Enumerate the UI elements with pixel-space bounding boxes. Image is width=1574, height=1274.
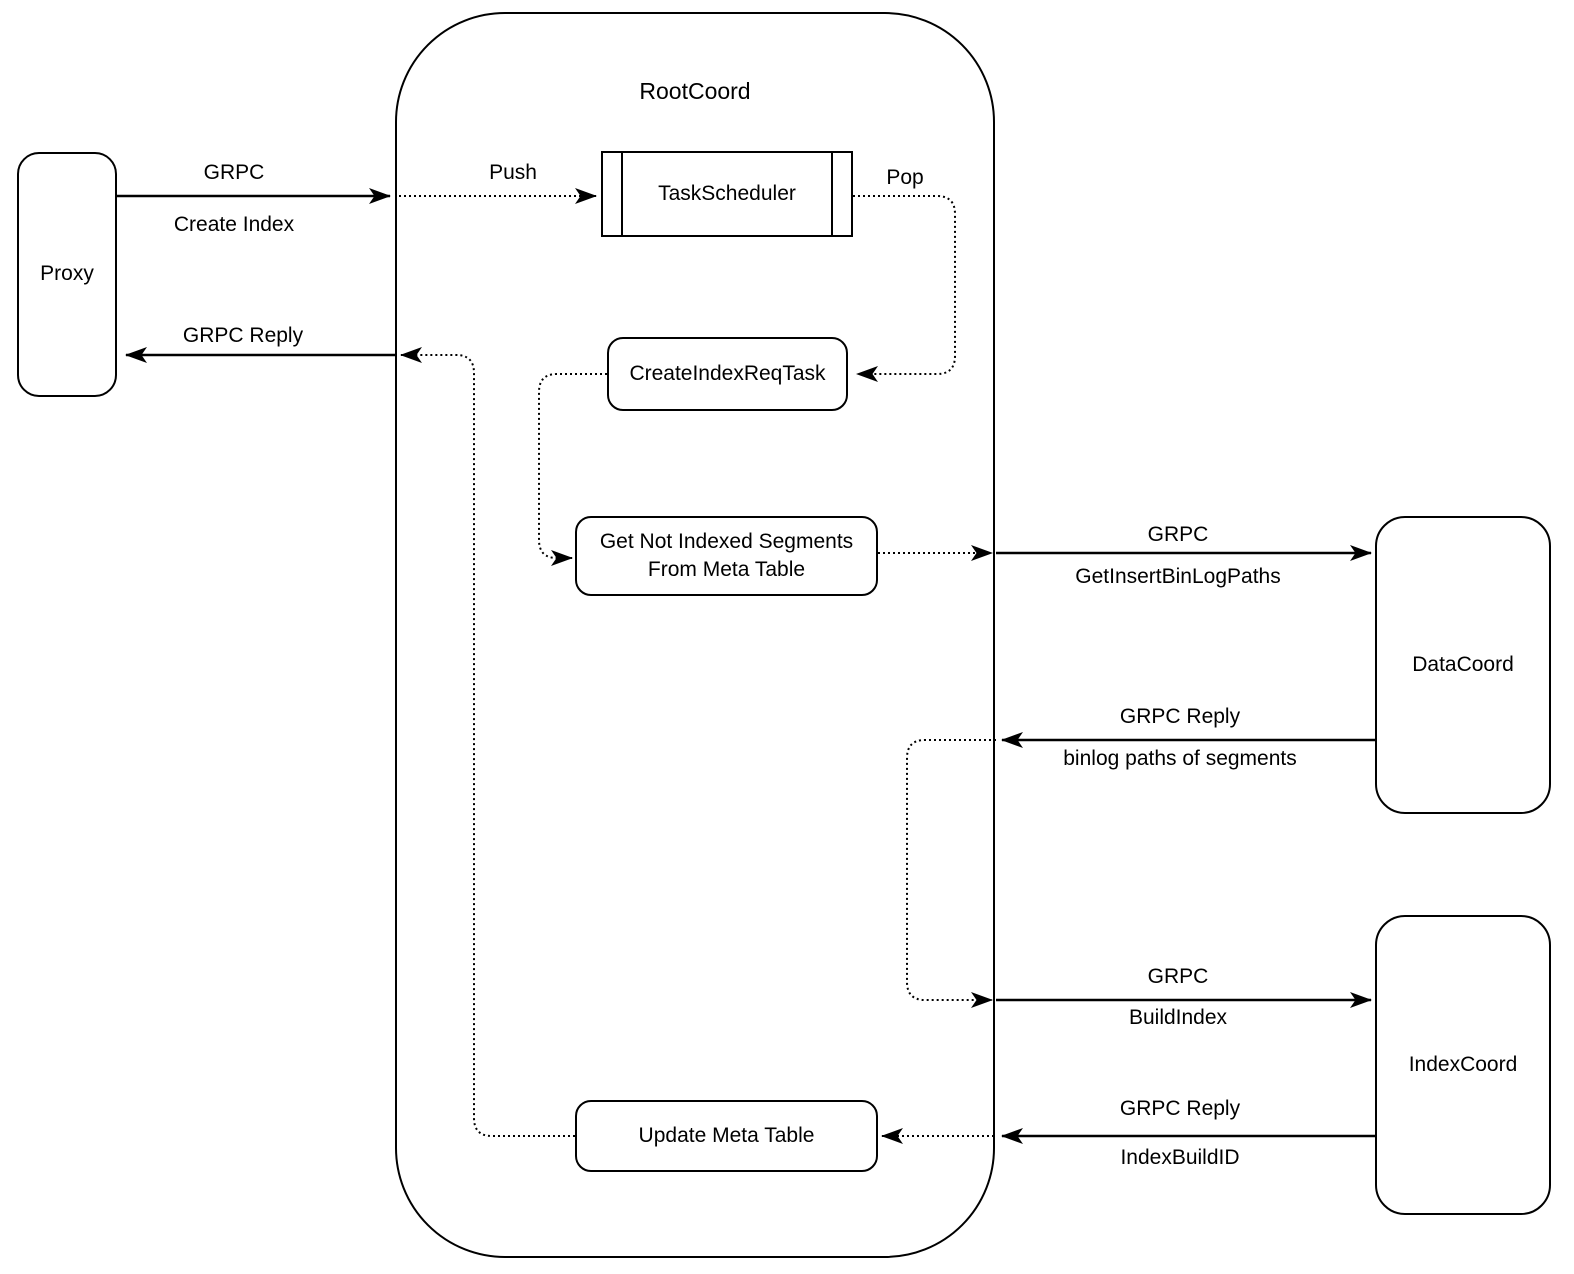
get-not-indexed-segments-node: Get Not Indexed Segments From Meta Table — [575, 516, 878, 596]
update-meta-table-label: Update Meta Table — [638, 1123, 815, 1147]
connector-binlog-reply-to-buildindex — [906, 739, 996, 1008]
proxy-node: Proxy — [17, 152, 117, 397]
edge-label-push: Push — [489, 161, 537, 184]
rootcoord-container: RootCoord — [395, 12, 995, 1258]
index-coord-label: IndexCoord — [1408, 1052, 1518, 1076]
data-coord-node: DataCoord — [1375, 516, 1551, 814]
index-coord-node: IndexCoord — [1375, 915, 1551, 1215]
proxy-label: Proxy — [40, 262, 94, 286]
update-meta-table-node: Update Meta Table — [575, 1100, 878, 1172]
edge-label-grpc-reply-proxy: GRPC Reply — [182, 324, 304, 347]
edge-label-binlog-protocol: GRPC Reply — [1119, 705, 1241, 728]
edge-label-buildindex-message: BuildIndex — [1128, 1006, 1228, 1029]
task-scheduler-left-bar — [603, 153, 623, 235]
data-coord-label: DataCoord — [1412, 652, 1514, 676]
get-not-indexed-segments-label-line2: From Meta Table — [647, 558, 806, 581]
edge-label-grpc-create-protocol: GRPC — [203, 161, 265, 184]
edge-label-grpc-create-message: Create Index — [173, 213, 295, 236]
connector-update-meta-to-grpc-reply — [400, 347, 575, 1137]
task-scheduler-label: TaskScheduler — [658, 181, 796, 205]
edge-label-getinsert-message: GetInsertBinLogPaths — [1075, 565, 1281, 588]
task-scheduler-node: TaskScheduler — [601, 151, 853, 237]
edge-label-binlog-message: binlog paths of segments — [1063, 747, 1297, 770]
edge-label-pop: Pop — [886, 166, 924, 189]
get-not-indexed-segments-label-line1: Get Not Indexed Segments — [599, 529, 854, 553]
connector-pop — [853, 195, 956, 382]
create-index-req-task-node: CreateIndexReqTask — [607, 337, 848, 411]
rootcoord-title: RootCoord — [639, 78, 751, 104]
create-index-req-task-label: CreateIndexReqTask — [629, 361, 826, 385]
edge-label-indexbuild-protocol: GRPC Reply — [1119, 1097, 1241, 1120]
edge-label-buildindex-protocol: GRPC — [1147, 965, 1209, 988]
task-scheduler-right-bar — [831, 153, 851, 235]
edge-label-indexbuild-message: IndexBuildID — [1120, 1146, 1240, 1169]
edge-label-getinsert-protocol: GRPC — [1147, 523, 1209, 546]
